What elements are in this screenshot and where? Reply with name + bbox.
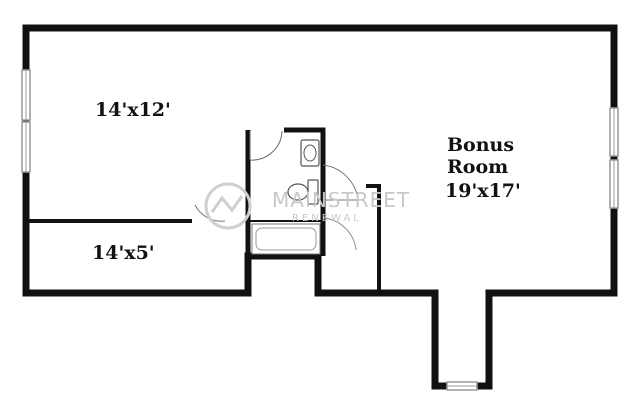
toilet-bowl-icon bbox=[287, 183, 309, 201]
bonus-room-name-line2: Room bbox=[447, 156, 509, 178]
room-door bbox=[194, 204, 226, 222]
watermark-logo-icon bbox=[204, 182, 252, 230]
room-a-dimensions: 14'x12' bbox=[95, 99, 171, 121]
bonus-room-dimensions: 19'x17' bbox=[445, 180, 521, 202]
sink-icon bbox=[300, 139, 320, 167]
closet-wall bbox=[316, 184, 381, 293]
bathroom-wall bbox=[245, 127, 326, 256]
outer-wall bbox=[22, 24, 618, 390]
watermark-subtext: RENEWAL bbox=[292, 213, 362, 224]
bathtub-icon bbox=[251, 223, 321, 255]
sink-basin bbox=[303, 144, 317, 162]
bonus-room-name-line1: Bonus bbox=[447, 134, 515, 156]
stair-door bbox=[322, 217, 357, 251]
watermark-text: MAINSTREET bbox=[272, 188, 411, 212]
bathtub-inner bbox=[255, 227, 317, 251]
closet-door bbox=[322, 164, 359, 201]
bathroom-door bbox=[249, 130, 283, 161]
room-b-dimensions: 14'x5' bbox=[92, 242, 155, 264]
